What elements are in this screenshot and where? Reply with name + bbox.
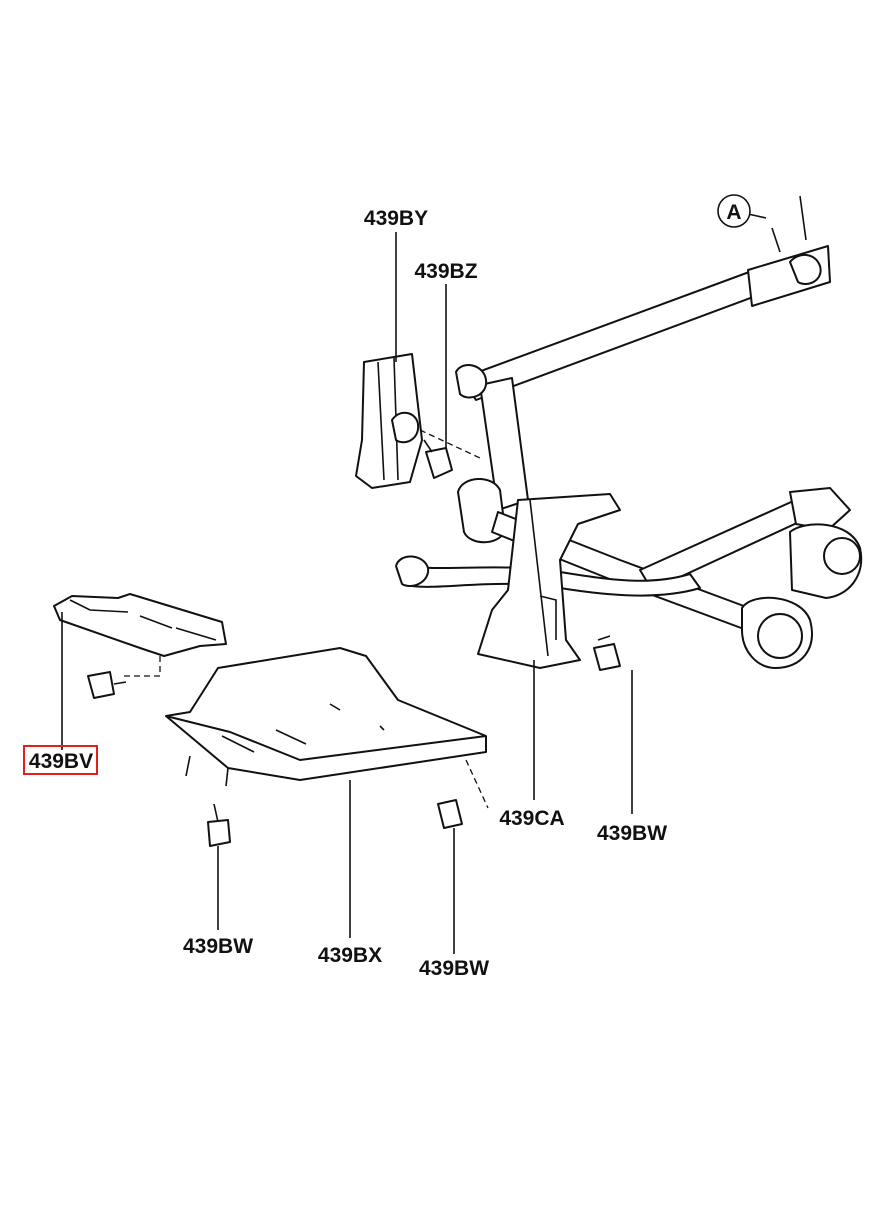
callout-439BW-right[interactable]: 439BW: [597, 822, 667, 845]
bolt-439BW-mid: [437, 799, 463, 829]
small-plate-439BV: [53, 593, 227, 677]
ref-a-label: A: [726, 201, 741, 224]
highlight-box: [23, 745, 98, 775]
callout-439BW-mid[interactable]: 439BW: [419, 957, 489, 980]
callout-439BW-left[interactable]: 439BW: [183, 935, 253, 958]
leader-lines: [61, 213, 767, 954]
bolt-439BW-right: [593, 635, 621, 671]
large-plate-439BX: [165, 647, 489, 809]
bolt-439BW-left: [207, 803, 231, 847]
callout-439BX[interactable]: 439BX: [318, 944, 382, 967]
ref-a-marker: A: [717, 194, 751, 228]
frame-assembly: [395, 195, 863, 669]
callout-439CA[interactable]: 439CA: [499, 807, 564, 830]
callout-439BV-group[interactable]: 439BV: [23, 745, 98, 775]
callout-439BY[interactable]: 439BY: [364, 207, 428, 230]
callout-439BV[interactable]: 439BV: [29, 750, 93, 773]
upper-bolt-439BZ: [423, 439, 453, 479]
bolt-small-plate: [87, 671, 127, 699]
callout-439BZ[interactable]: 439BZ: [414, 260, 477, 283]
upper-bracket-439BY: [355, 353, 481, 489]
